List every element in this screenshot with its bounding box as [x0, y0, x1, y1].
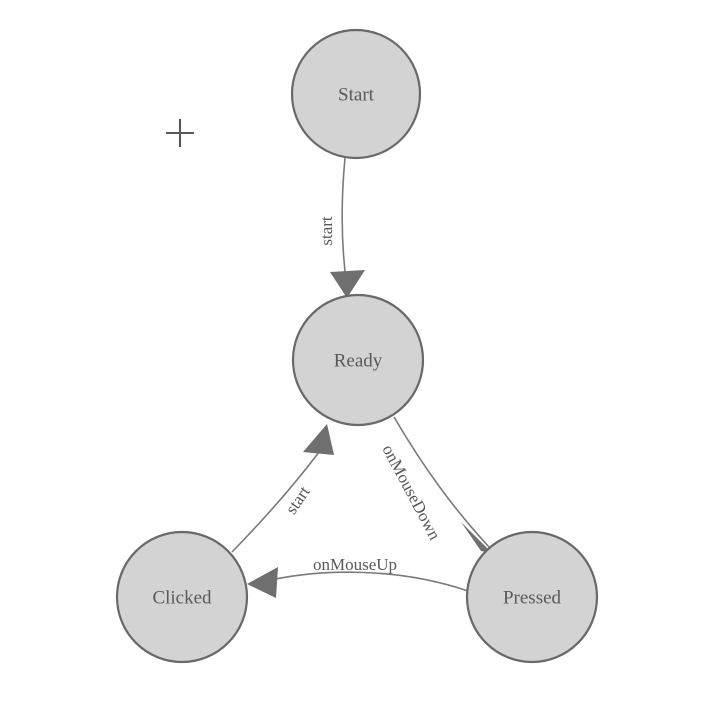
edge-pressed-to-clicked-path — [257, 571, 469, 592]
edge-ready-to-pressed-path — [393, 416, 490, 548]
node-ready-circle[interactable] — [291, 293, 425, 427]
edge-pressed-to-clicked-arrowhead — [247, 567, 278, 598]
edge-start-to-ready-path — [341, 157, 348, 289]
edge-label-start-bottom: start — [282, 482, 314, 517]
node-pressed-circle[interactable] — [465, 530, 599, 664]
edge-label-on-mouse-down: onMouseDown — [378, 442, 444, 544]
edge-ready-to-pressed[interactable]: onMouseDown — [378, 416, 492, 553]
edge-label-on-mouse-up: onMouseUp — [313, 555, 397, 574]
node-start-circle[interactable] — [290, 28, 422, 160]
node-clicked-circle[interactable] — [115, 530, 249, 664]
edge-clicked-to-ready-arrowhead — [303, 424, 334, 455]
edge-clicked-to-ready[interactable]: start — [231, 424, 334, 553]
node-start[interactable]: Start — [290, 28, 422, 160]
edge-ready-to-pressed-arrowhead — [461, 522, 492, 553]
edge-pressed-to-clicked[interactable]: onMouseUp — [247, 555, 469, 598]
edge-start-to-ready-arrowhead — [330, 270, 365, 298]
edge-clicked-to-ready-path — [231, 443, 326, 553]
node-ready[interactable]: Ready — [291, 293, 425, 427]
edge-start-to-ready[interactable]: start — [317, 157, 365, 298]
edge-label-start-top: start — [317, 216, 336, 246]
node-pressed[interactable]: Pressed — [465, 530, 599, 664]
crosshair-icon[interactable] — [166, 119, 194, 147]
node-clicked[interactable]: Clicked — [115, 530, 249, 664]
